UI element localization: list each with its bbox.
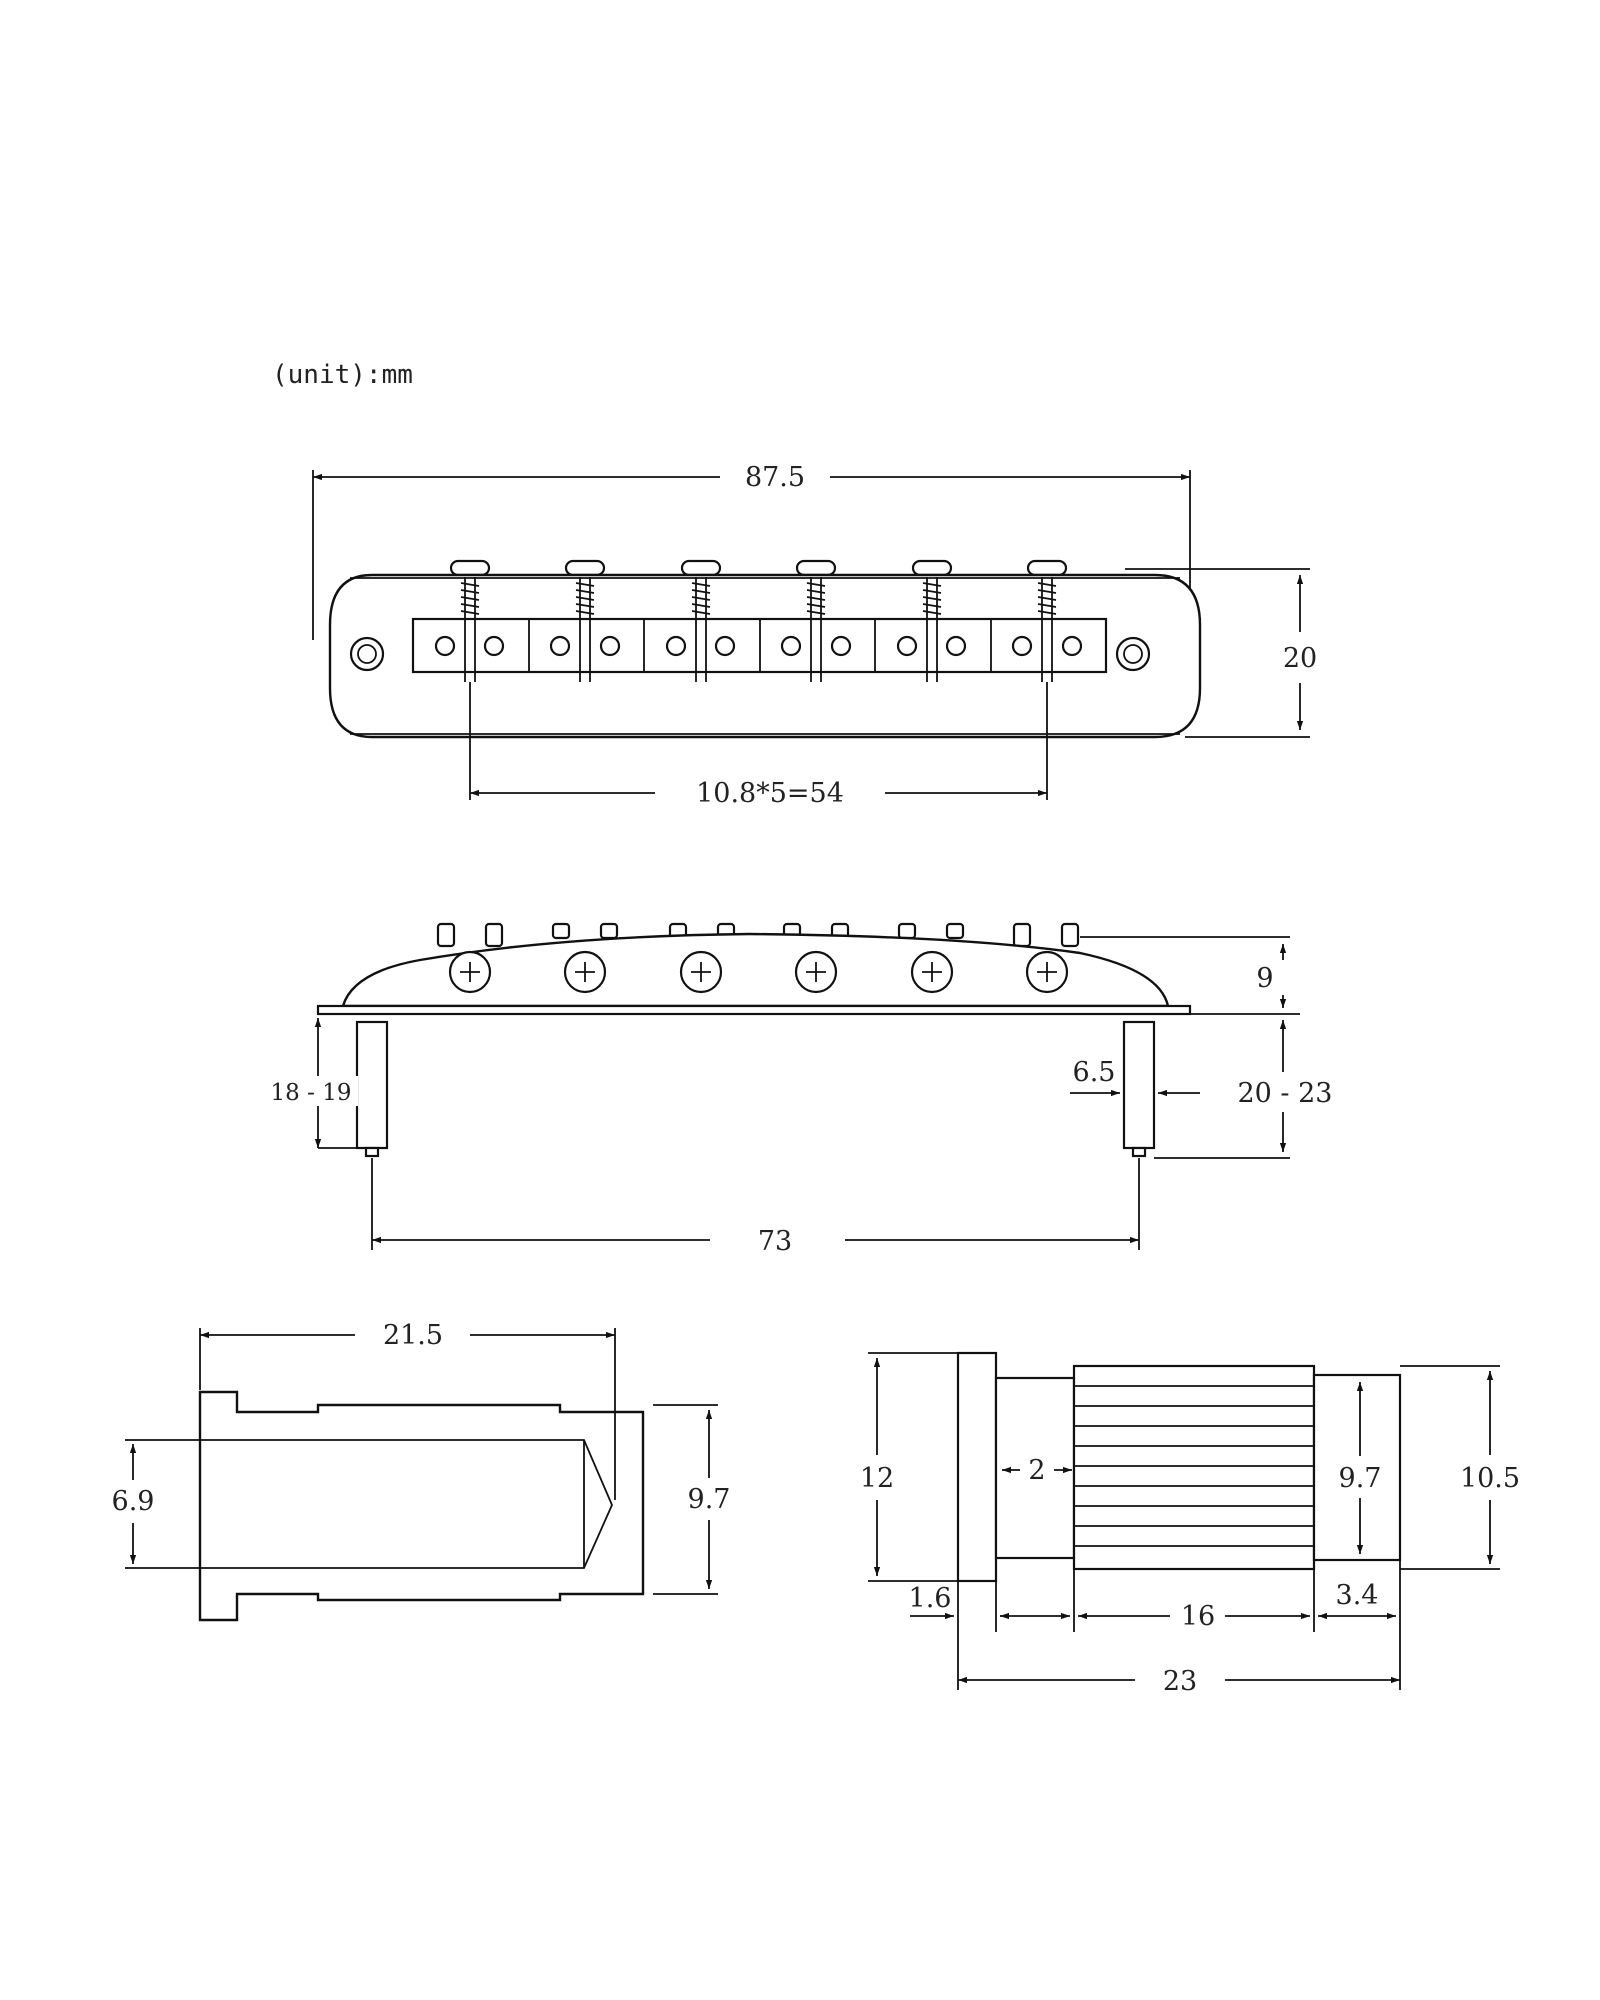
- post-spacing-label: 73: [758, 1226, 792, 1257]
- saddle-springs: [460, 577, 1057, 682]
- flange-thickness-label: 1.6: [909, 1583, 952, 1614]
- saddle-spacing-label: 10.8*5=54: [696, 778, 844, 809]
- overall-length-label: 87.5: [745, 462, 805, 493]
- post-knurl: [1072, 1364, 1316, 1571]
- post-left-tip: [364, 1146, 380, 1158]
- total-length-label: 23: [1163, 1666, 1197, 1697]
- unit-note: (unit):mm: [272, 360, 413, 390]
- knurl-length-label: 16: [1181, 1601, 1215, 1632]
- bridge-side-body: [341, 932, 1170, 1008]
- saddle-holes: [434, 635, 1083, 657]
- post-flange: [956, 1351, 998, 1583]
- neck-length-label: 2: [1028, 1455, 1045, 1486]
- bridge-base-plate: [316, 1004, 1192, 1016]
- post-right: [1122, 1020, 1156, 1150]
- saddle-height-label: 9.7: [688, 1484, 731, 1515]
- post-right-tip: [1131, 1146, 1147, 1158]
- post-left: [355, 1020, 389, 1150]
- saddle-screw-profile: [200, 1439, 613, 1569]
- flange-diameter-label: 12: [860, 1463, 894, 1494]
- saddle-length-label: 21.5: [383, 1320, 443, 1351]
- right-post-length-label: 20 - 23: [1237, 1078, 1332, 1109]
- intonation-screws: [448, 950, 1069, 994]
- saddle-width-label: 6.9: [112, 1486, 155, 1517]
- knurl-lines: [1074, 1385, 1314, 1547]
- post-detail-view: 12 2 9.7 10.5 1.6 16 3.4: [860, 1351, 1520, 1697]
- body-height-label: 9: [1256, 963, 1273, 994]
- height-label: 20: [1283, 643, 1317, 674]
- post-body-height-label: 9.7: [1339, 1463, 1382, 1494]
- saddle-caps: [449, 559, 1068, 577]
- saddle-detail-view: 21.5 6.9 9.7: [112, 1320, 731, 1622]
- post-tip: [1312, 1373, 1402, 1562]
- mounting-hole-left: [349, 636, 385, 672]
- label-backdrop-tip: [1330, 1580, 1384, 1608]
- saddle-outline: [198, 1390, 645, 1622]
- saddle-dividers: [528, 619, 992, 672]
- left-post-length-label: 18 - 19: [271, 1080, 352, 1106]
- bridge-side-view: 9 18 - 19 6.5 20 - 23 73: [262, 922, 1333, 1257]
- label-backdrop: [262, 1076, 358, 1106]
- bridge-top-view: 87.5 20: [312, 462, 1317, 809]
- post-outer-height-label: 10.5: [1460, 1463, 1520, 1494]
- tip-length-label: 3.4: [1336, 1580, 1379, 1611]
- mounting-hole-right: [1115, 636, 1151, 672]
- post-diameter-label: 6.5: [1073, 1057, 1116, 1088]
